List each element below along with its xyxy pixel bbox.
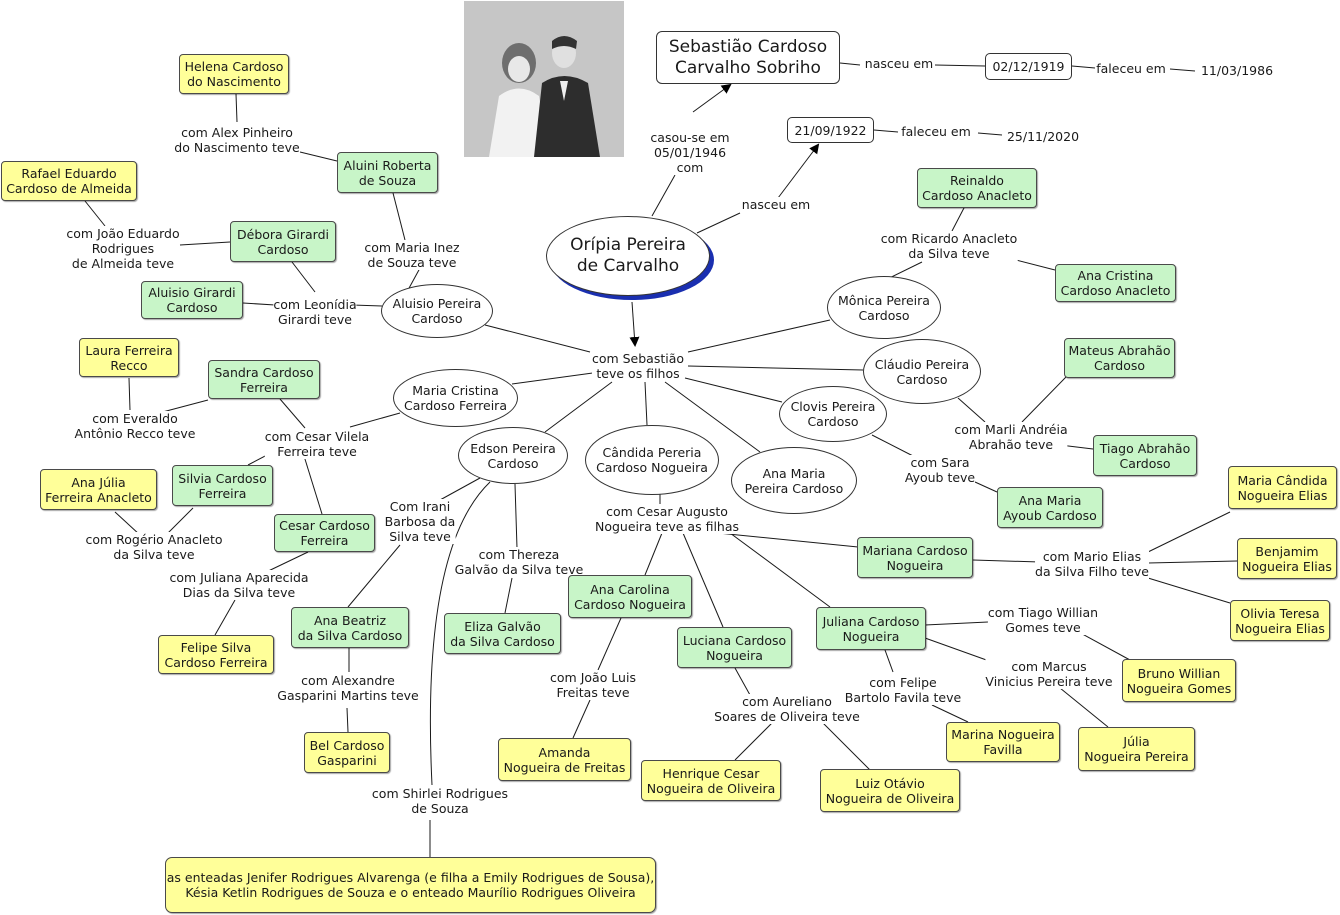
label-felipe-bartolo: com Felipe Bartolo Favila teve: [845, 675, 961, 705]
grandchild-juliana: Juliana Cardoso Nogueira: [816, 607, 926, 650]
label-joao-eduardo: com João Eduardo Rodrigues de Almeida te…: [66, 226, 179, 271]
label-faleceu: faleceu em: [901, 124, 971, 139]
child-edson: Edson Pereira Cardoso: [458, 427, 568, 484]
label-casou: casou-se em 05/01/1946 com: [650, 130, 729, 175]
ggchild-marina: Marina Nogueira Favilla: [946, 722, 1060, 762]
ggchild-amanda: Amanda Nogueira de Freitas: [498, 738, 631, 781]
ggchild-maria-candida: Maria Cândida Nogueira Elias: [1228, 466, 1337, 509]
label-spouse-faleceu: faleceu em: [1096, 61, 1166, 76]
ggchild-ana-julia: Ana Júlia Ferreira Anacleto: [40, 469, 157, 510]
child-candida: Cândida Pereria Cardoso Nogueira: [585, 425, 719, 495]
ggchild-henrique: Henrique Cesar Nogueira de Oliveira: [641, 760, 781, 801]
label-aureliano: com Aureliano Soares de Oliveira teve: [714, 694, 860, 724]
grandchild-ana-maria-ayoub: Ana Maria Ayoub Cardoso: [997, 487, 1103, 528]
child-clovis: Clovis Pereira Cardoso: [779, 386, 887, 442]
grandchild-debora: Débora Girardi Cardoso: [230, 221, 336, 262]
grandchild-silvia: Silvia Cardoso Ferreira: [172, 465, 273, 506]
label-maria-inez: com Maria Inez de Souza teve: [364, 240, 459, 270]
grandchild-mateus: Mateus Abrahão Cardoso: [1064, 338, 1175, 378]
label-rogerio: com Rogério Anacleto da Silva teve: [85, 532, 222, 562]
label-alex: com Alex Pinheiro do Nascimento teve: [174, 125, 299, 155]
child-ana-maria: Ana Maria Pereira Cardoso: [731, 447, 857, 514]
label-alexandre: com Alexandre Gasparini Martins teve: [277, 673, 418, 703]
ggchild-laura: Laura Ferreira Recco: [79, 338, 179, 377]
label-cesar-augusto: com Cesar Augusto Nogueira teve as filha…: [595, 504, 739, 534]
grandchild-aluini: Aluini Roberta de Souza: [337, 152, 438, 193]
label-joao-luis: com João Luis Freitas teve: [550, 670, 636, 700]
label-thereza: com Thereza Galvão da Silva teve: [455, 547, 584, 577]
death-date: 25/11/2020: [1007, 129, 1079, 144]
grandchild-cesar-cardoso: Cesar Cardoso Ferreira: [274, 514, 375, 552]
ggchild-bel: Bel Cardoso Gasparini: [304, 732, 390, 773]
ggchild-luiz: Luiz Otávio Nogueira de Oliveira: [820, 769, 960, 812]
grandchild-reinaldo: Reinaldo Cardoso Anacleto: [917, 168, 1037, 208]
grandchild-tiago-abrahao: Tiago Abrahão Cardoso: [1093, 435, 1197, 476]
label-marcus: com Marcus Vinicius Pereira teve: [985, 659, 1112, 689]
label-leonidia: com Leonídia Girardi teve: [273, 297, 356, 327]
child-monica: Mônica Pereira Cardoso: [827, 276, 941, 339]
grandchild-mariana: Mariana Cardoso Nogueira: [857, 537, 973, 578]
spouse-birth-date: 02/12/1919: [985, 53, 1072, 80]
label-juliana-aparecida: com Juliana Aparecida Dias da Silva teve: [169, 570, 308, 600]
label-mario-elias: com Mario Elias da Silva Filho teve: [1035, 549, 1149, 579]
ggchild-helena: Helena Cardoso do Nascimento: [179, 54, 289, 94]
enteadas-note: as enteadas Jenifer Rodrigues Alvarenga …: [165, 857, 656, 913]
spouse-node: Sebastião Cardoso Carvalho Sobriho: [656, 31, 840, 84]
label-spouse-nasceu: nasceu em: [865, 56, 933, 71]
grandchild-sandra: Sandra Cardoso Ferreira: [208, 360, 320, 399]
couple-photo: [464, 1, 624, 157]
grandchild-eliza: Eliza Galvão da Silva Cardoso: [444, 613, 561, 654]
central-person: Orípia Pereira de Carvalho: [546, 216, 710, 296]
birth-date: 21/09/1922: [787, 117, 874, 143]
ggchild-felipe-silva: Felipe Silva Cardoso Ferreira: [158, 635, 274, 674]
child-claudio: Cláudio Pereira Cardoso: [863, 339, 981, 404]
label-nasceu: nasceu em: [742, 197, 810, 212]
label-ricardo: com Ricardo Anacleto da Silva teve: [881, 231, 1018, 261]
ggchild-olivia: Olivia Teresa Nogueira Elias: [1230, 600, 1330, 641]
label-irani: Com Irani Barbosa da Silva teve: [385, 499, 456, 544]
label-tiago-willian: com Tiago Willian Gomes teve: [988, 605, 1098, 635]
label-marli: com Marli Andréia Abrahão teve: [954, 422, 1067, 452]
couple-photo-icon: [464, 1, 624, 157]
label-everaldo: com Everaldo Antônio Recco teve: [75, 411, 196, 441]
ggchild-rafael: Rafael Eduardo Cardoso de Almeida: [1, 161, 137, 201]
child-maria-cristina: Maria Cristina Cardoso Ferreira: [393, 369, 518, 427]
ggchild-benjamim: Benjamim Nogueira Elias: [1237, 538, 1337, 579]
grandchild-ana-cristina: Ana Cristina Cardoso Anacleto: [1055, 264, 1176, 302]
label-filhos: com Sebastião teve os filhos: [592, 351, 684, 381]
ggchild-bruno: Bruno Willian Nogueira Gomes: [1122, 659, 1236, 702]
grandchild-ana-carolina: Ana Carolina Cardoso Nogueira: [568, 575, 692, 618]
child-aluisio: Aluisio Pereira Cardoso: [381, 284, 493, 338]
grandchild-ana-beatriz: Ana Beatriz da Silva Cardoso: [291, 607, 409, 648]
spouse-death-date: 11/03/1986: [1201, 63, 1273, 78]
grandchild-luciana: Luciana Cardoso Nogueira: [677, 627, 792, 668]
ggchild-julia: Júlia Nogueira Pereira: [1078, 727, 1195, 771]
grandchild-aluisio-girardi: Aluisio Girardi Cardoso: [141, 281, 243, 319]
label-cesar-vilela: com Cesar Vilela Ferreira teve: [265, 429, 369, 459]
label-shirlei: com Shirlei Rodrigues de Souza: [372, 786, 508, 816]
label-sara: com Sara Ayoub teve: [905, 455, 975, 485]
